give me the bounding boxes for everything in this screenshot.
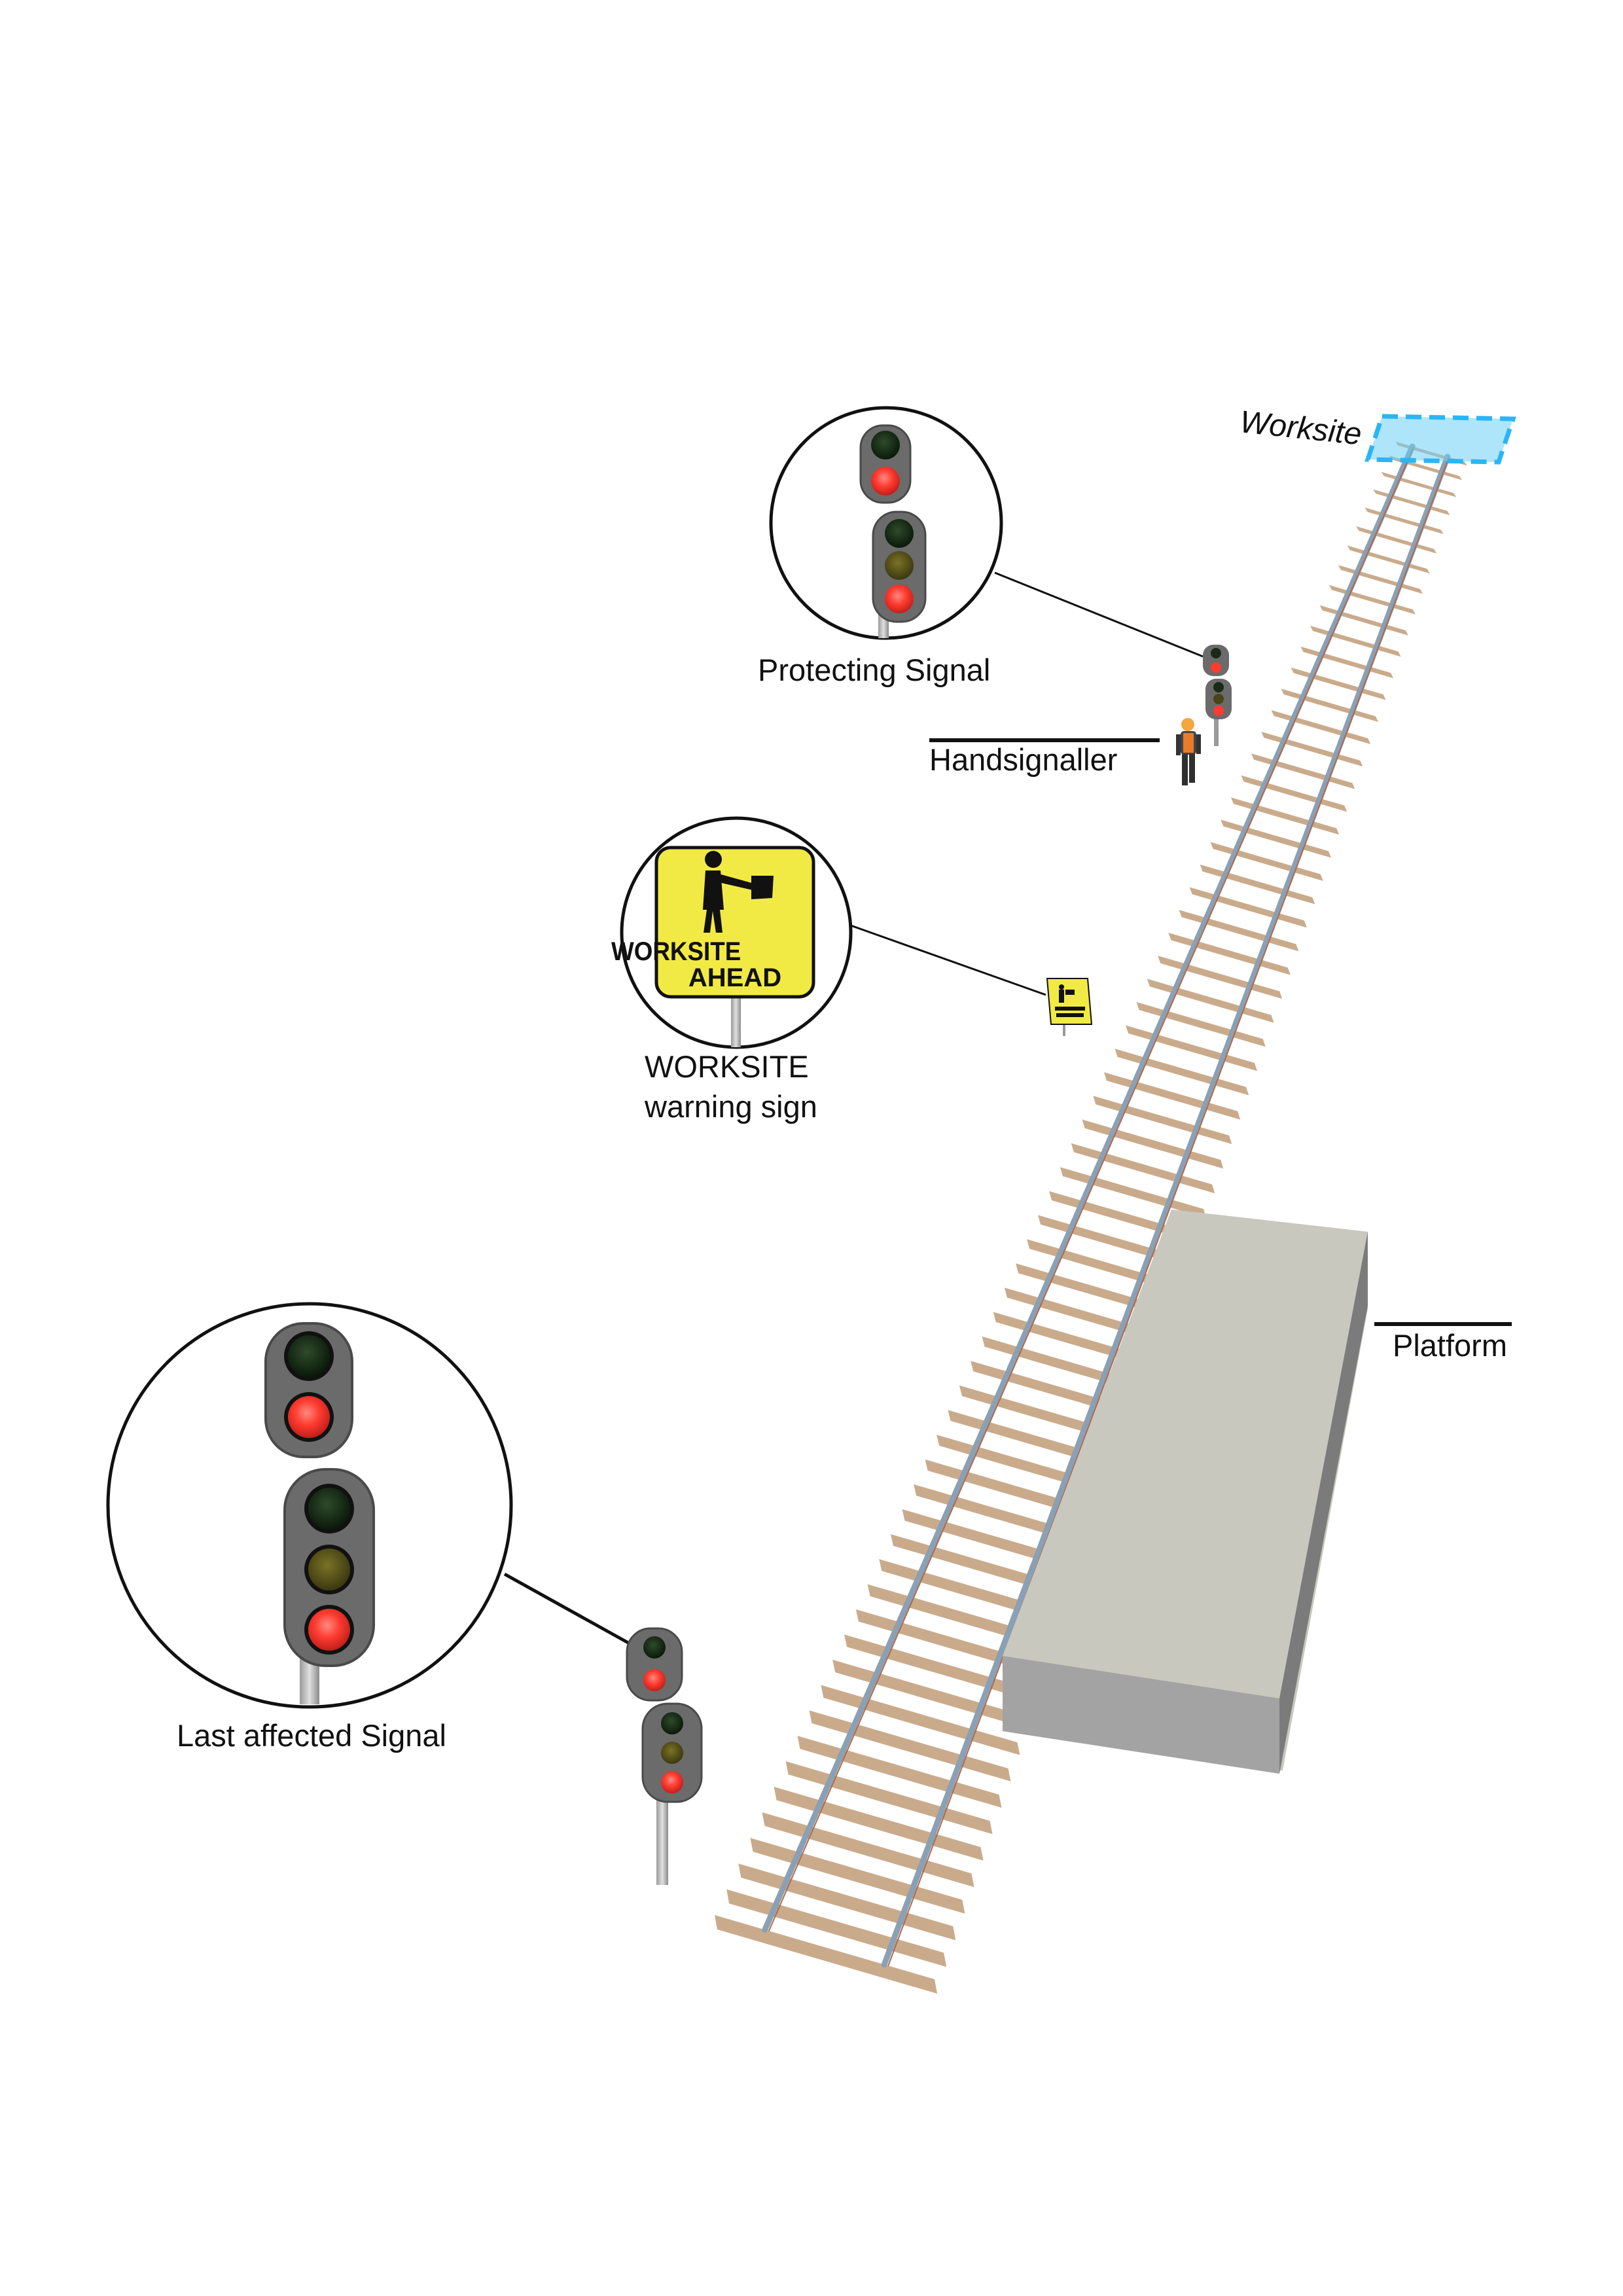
handsignaller-label: Handsignaller: [929, 742, 1117, 777]
sign-text-worksite: WORKSITE: [611, 937, 741, 967]
protecting-signal-icon: [1203, 645, 1232, 746]
protecting-signal-callout: [769, 406, 1003, 640]
handsignaller-icon: [1176, 718, 1201, 785]
railway-track: [715, 441, 1467, 1994]
protecting-signal-callout-line: [994, 571, 1204, 658]
track-rail-right: [881, 454, 1451, 1968]
warning-sign-label-line1: WORKSITE: [645, 1049, 809, 1084]
last-signal-callout: [106, 1302, 513, 1709]
worksite-label: Worksite: [1238, 404, 1363, 452]
red-lamp-icon: [288, 1396, 330, 1438]
platform: [1001, 1210, 1368, 1774]
green-lamp-icon: [288, 1335, 330, 1377]
worksite-area: [1364, 414, 1516, 465]
yellow-lamp-icon: [308, 1549, 350, 1590]
track-rail-left: [762, 443, 1416, 1933]
protecting-signal-label: Protecting Signal: [758, 653, 990, 687]
sign-text-ahead: AHEAD: [688, 963, 781, 992]
red-lamp-icon: [871, 467, 900, 495]
warning-sign-label-line2: warning sign: [644, 1089, 817, 1124]
worksite-sign-icon: [1046, 978, 1093, 1036]
green-lamp-icon: [871, 431, 900, 459]
flagman-icon: [703, 851, 774, 933]
last-signal-label: Last affected Signal: [177, 1718, 446, 1753]
warning-sign-callout: WORKSITE AHEAD: [611, 816, 853, 1049]
track-rail-shadow: [768, 446, 1415, 1931]
last-signal-callout-line: [503, 1572, 630, 1645]
track-rail-shadow: [887, 457, 1450, 1966]
warning-sign-callout-line: [850, 924, 1046, 996]
platform-label: Platform: [1393, 1328, 1507, 1363]
last-signal-icon: [626, 1627, 703, 1885]
track-sleeper: [715, 1915, 937, 1994]
